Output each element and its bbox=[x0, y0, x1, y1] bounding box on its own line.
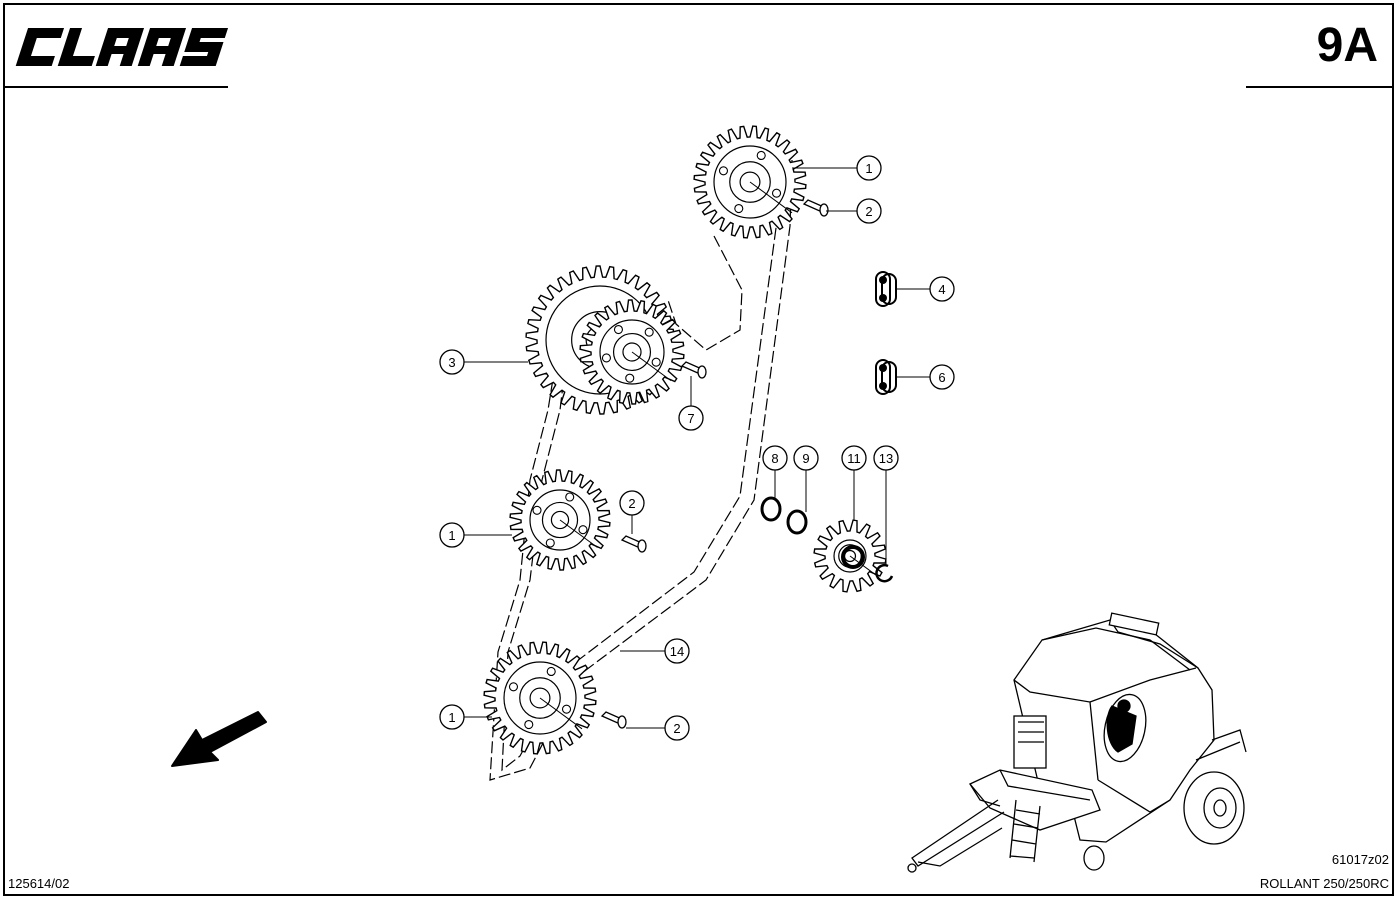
callout-number: 1 bbox=[865, 161, 872, 176]
sprocket-double-small bbox=[579, 299, 685, 405]
callout-bubble bbox=[841, 445, 867, 471]
callout-bubble bbox=[664, 715, 690, 741]
drawing-number: 61017z02 bbox=[1331, 852, 1389, 867]
callout-spacer-ring: 9 bbox=[793, 445, 819, 512]
model-name: ROLLANT 250/250RC bbox=[1259, 876, 1389, 891]
tension-bearing bbox=[841, 545, 865, 569]
callout-bubble bbox=[439, 522, 465, 548]
sprocket-tension bbox=[813, 519, 887, 593]
callout-number: 9 bbox=[802, 451, 809, 466]
callout-bubble bbox=[873, 445, 899, 471]
chain-strand-1 bbox=[489, 159, 793, 781]
callout-tension-sprocket: 11 bbox=[841, 445, 867, 520]
callout-circlip: 13 bbox=[873, 445, 899, 564]
chain-strand-3 bbox=[667, 235, 743, 351]
callout-number: 7 bbox=[687, 411, 694, 426]
callout-number: 13 bbox=[879, 451, 893, 466]
callout-middle-key: 7 bbox=[678, 376, 704, 431]
callout-lower-key: 2 bbox=[626, 715, 690, 741]
callout-bubble bbox=[856, 198, 882, 224]
callout-double-sprocket: 3 bbox=[439, 349, 528, 375]
washer bbox=[760, 496, 782, 522]
sprocket-middle bbox=[509, 469, 611, 571]
callout-connecting-link: 4 bbox=[896, 276, 955, 302]
claas-logo bbox=[15, 28, 229, 66]
callout-number: 2 bbox=[628, 496, 635, 511]
small-parts-group bbox=[600, 199, 897, 729]
key-middle-2 bbox=[620, 535, 647, 553]
callout-bubble bbox=[439, 704, 465, 730]
callout-roller-chain: 14 bbox=[620, 638, 690, 664]
callout-bubble bbox=[929, 364, 955, 390]
circlip bbox=[875, 563, 894, 583]
callout-number: 1 bbox=[448, 528, 455, 543]
callout-washer: 8 bbox=[762, 445, 788, 498]
callout-number: 3 bbox=[448, 355, 455, 370]
callout-middle-sprocket: 1 bbox=[439, 522, 512, 548]
header-rule-right bbox=[1246, 86, 1394, 88]
callout-bubble bbox=[856, 155, 882, 181]
spacer-ring bbox=[786, 509, 808, 535]
callout-lower-sprocket: 1 bbox=[439, 704, 492, 730]
sprocket-group bbox=[483, 125, 887, 755]
key-lower bbox=[600, 711, 627, 729]
key-middle bbox=[680, 361, 707, 379]
callout-bubble bbox=[678, 405, 704, 431]
sprocket-lower bbox=[483, 641, 597, 755]
round-baler-illustration bbox=[907, 612, 1247, 873]
callout-bubble bbox=[929, 276, 955, 302]
page-code: 9A bbox=[1316, 19, 1378, 72]
drawing-frame bbox=[3, 3, 1394, 896]
callout-bubble bbox=[619, 490, 645, 516]
offset-link bbox=[875, 359, 897, 395]
callout-number: 2 bbox=[673, 721, 680, 736]
callout-group: 1 2 3 4 6 7 8 9 11 13 1 2 14 1 2 bbox=[439, 155, 955, 741]
roller-chain-outline bbox=[489, 159, 793, 781]
chain-strand-2 bbox=[501, 163, 781, 772]
callout-number: 11 bbox=[847, 451, 861, 466]
direction-arrow-icon bbox=[171, 711, 267, 767]
sprocket-upper bbox=[693, 125, 807, 239]
callout-number: 6 bbox=[938, 370, 945, 385]
callout-number: 2 bbox=[865, 204, 872, 219]
document-number: 125614/02 bbox=[8, 876, 70, 891]
callout-middle-key-2: 2 bbox=[619, 490, 645, 534]
callout-number: 4 bbox=[938, 282, 945, 297]
key-upper bbox=[802, 199, 829, 217]
callout-offset-link: 6 bbox=[896, 364, 955, 390]
callout-upper-key: 2 bbox=[826, 198, 882, 224]
callout-number: 8 bbox=[771, 451, 778, 466]
callout-bubble bbox=[439, 349, 465, 375]
callout-bubble bbox=[762, 445, 788, 471]
callout-bubble bbox=[664, 638, 690, 664]
header-rule-left bbox=[3, 86, 228, 88]
connecting-link bbox=[875, 271, 897, 307]
callout-number: 14 bbox=[670, 644, 684, 659]
callout-bubble bbox=[793, 445, 819, 471]
callout-upper-sprocket: 1 bbox=[792, 155, 882, 181]
callout-number: 1 bbox=[448, 710, 455, 725]
